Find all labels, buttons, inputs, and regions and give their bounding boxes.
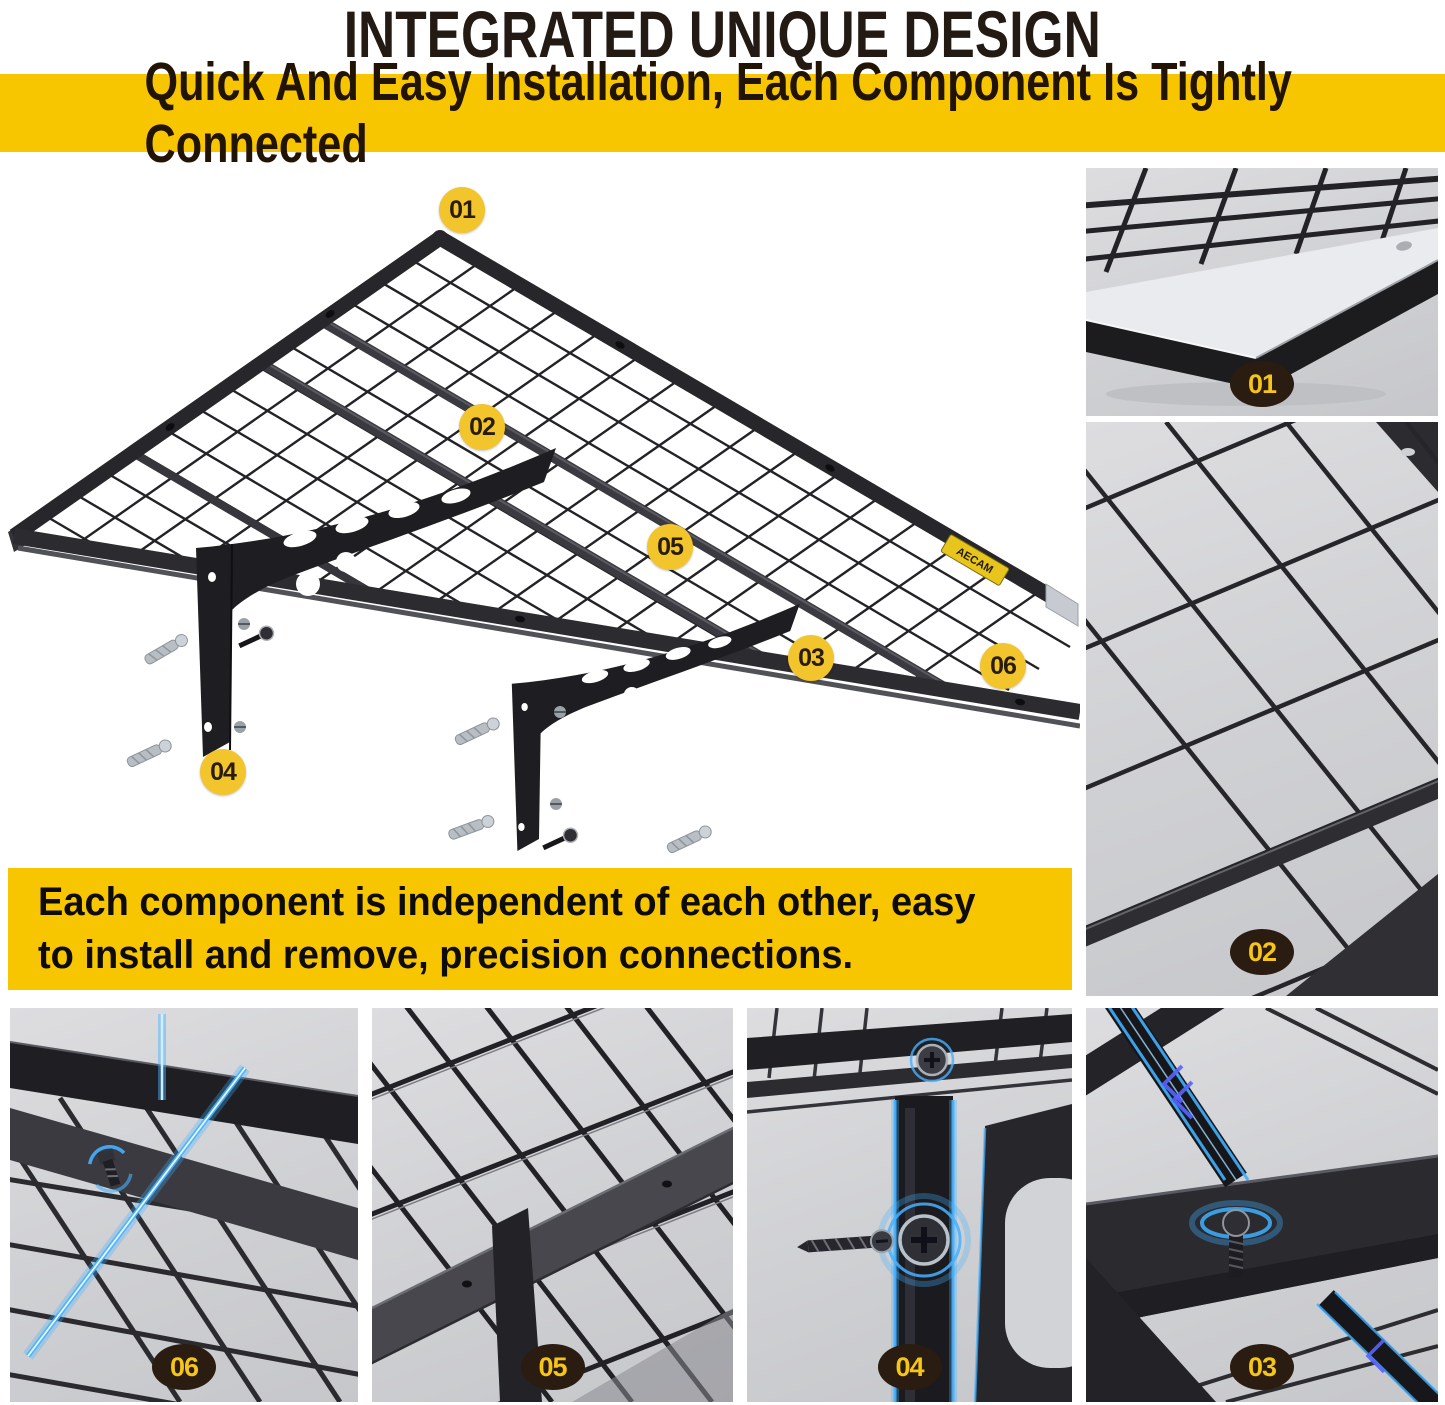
grid-connection-photo [10,1014,358,1402]
info-text-line2: to install and remove, precision connect… [38,933,854,977]
detail-panel-04: 04 [747,1008,1072,1402]
panel-badge-01: 01 [1230,361,1294,407]
callout-badge-02: 02 [459,404,505,450]
frame-corner-photo [1086,168,1438,406]
shelf-illustration: AECAM [8,230,1080,854]
panel-badge-03: 03 [1230,1344,1294,1390]
callout-badge-03: 03 [788,635,834,681]
page-title: INTEGRATED UNIQUE DESIGN [343,0,1101,71]
info-text-line1: Each component is independent of each ot… [38,880,976,925]
panel-badge-04: 04 [877,1344,942,1390]
detail-panel-02: 02 [1086,422,1438,996]
header-banner: Quick And Easy Installation, Each Compon… [0,52,1445,174]
crossbar-grid-photo [372,1008,733,1402]
panel-badge-02: 02 [1230,929,1294,975]
callout-badge-01: 01 [439,187,485,233]
detail-panel-03: 03 [1086,1008,1438,1402]
callout-badge-06: 06 [980,643,1026,689]
detail-panel-06: 06 [10,1008,358,1402]
figure-area: AECAM [0,152,1080,868]
callout-badge-05: 05 [647,524,693,570]
panel-badge-05: 05 [520,1344,585,1390]
detail-panel-01: 01 [1086,168,1438,416]
detail-panel-05: 05 [372,1008,733,1402]
wall-anchor-icons [126,634,712,854]
wire-grid-photo [1086,422,1438,996]
banner-text: Quick And Easy Installation, Each Compon… [144,52,1292,174]
bracket-screw-photo [747,1008,1072,1402]
panel-badge-06: 06 [152,1344,216,1390]
info-box: Each component is independent of each ot… [8,868,1072,990]
bolt-connection-photo [1086,1008,1438,1402]
callout-badge-04: 04 [200,749,246,795]
